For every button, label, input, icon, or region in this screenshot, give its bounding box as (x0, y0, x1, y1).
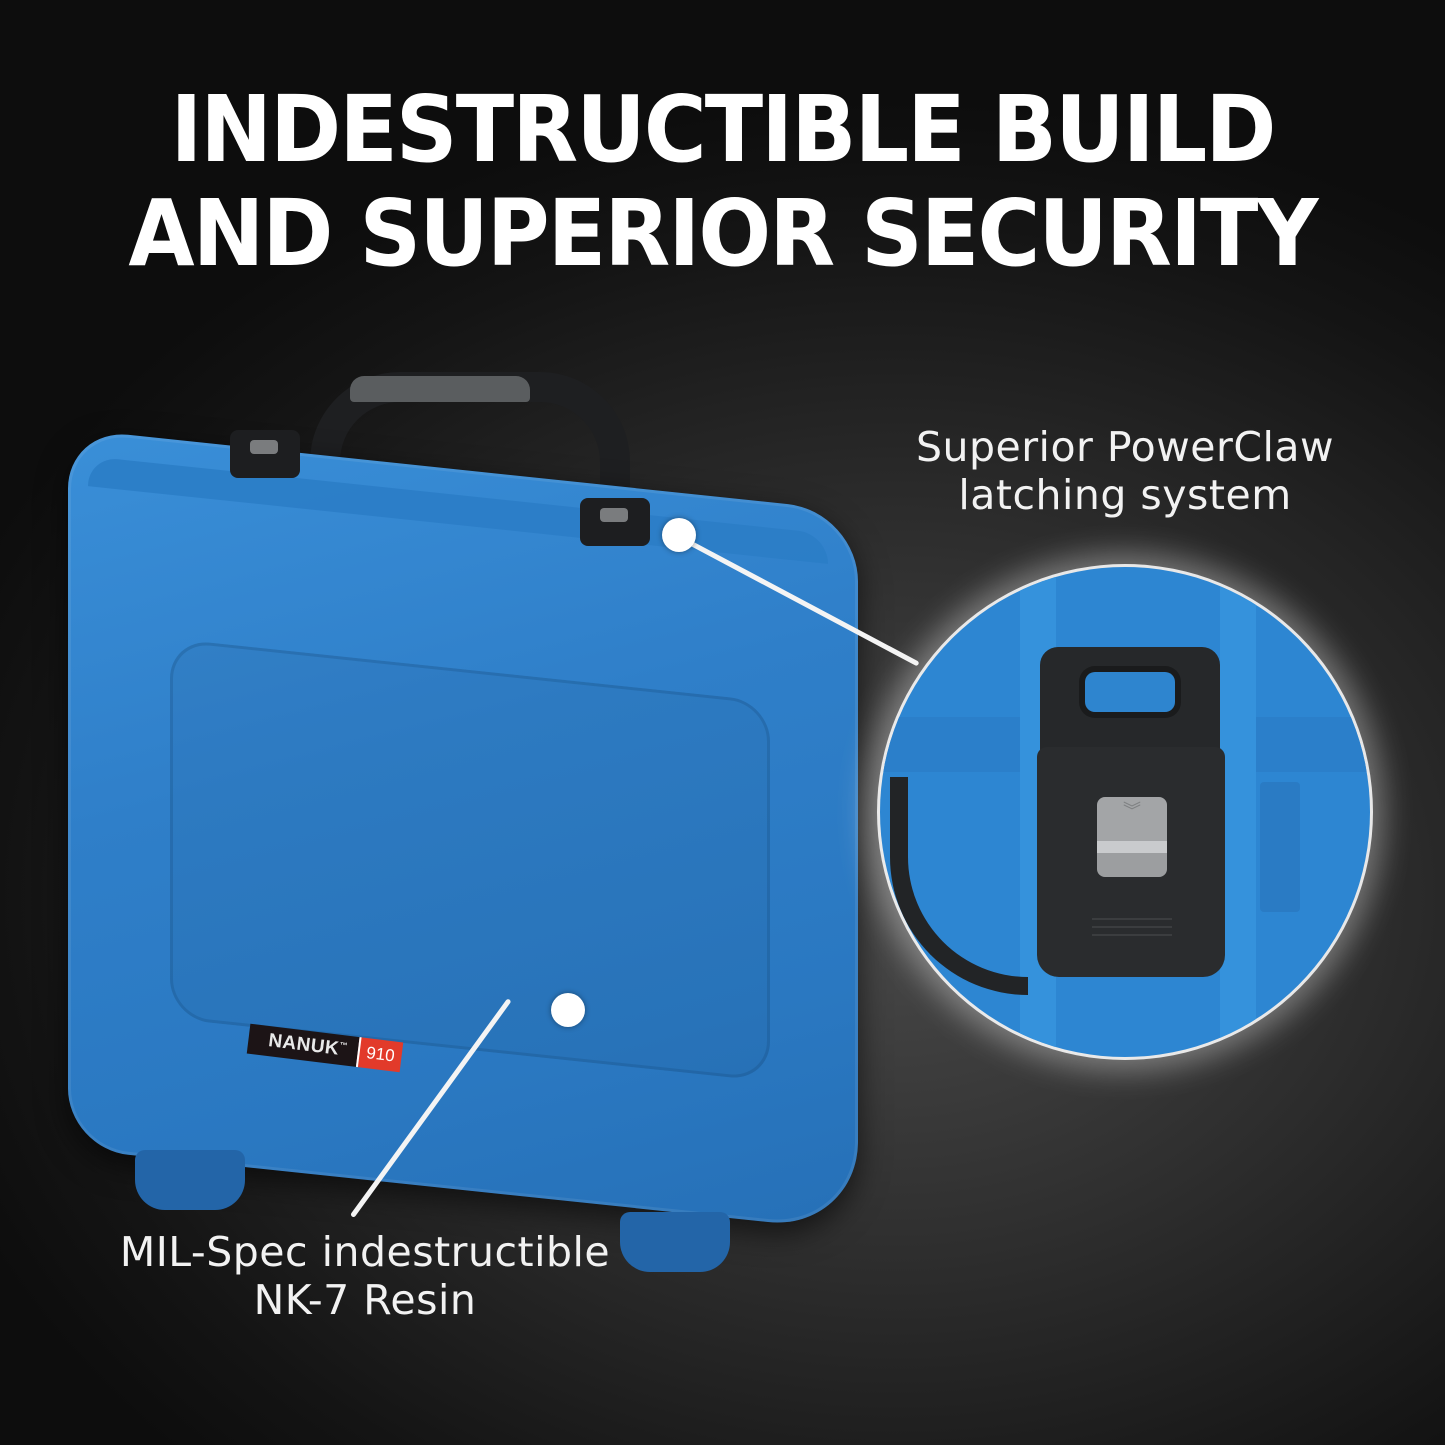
closeup-strap-clip (890, 777, 1028, 995)
case-foot-right (620, 1212, 730, 1272)
latch-callout-dot (662, 518, 696, 552)
closeup-latch-slot (1085, 672, 1175, 712)
latch-callout-line-2: latching system (958, 471, 1292, 519)
resin-callout-line-1: MIL-Spec indestructible (119, 1228, 611, 1276)
latch-callout: Superior PowerClaw latching system (880, 423, 1370, 519)
handle-grip (350, 376, 530, 402)
resin-callout: MIL-Spec indestructible NK-7 Resin (80, 1228, 650, 1324)
closeup-hook (1260, 782, 1300, 912)
model-number: 910 (355, 1037, 404, 1073)
latch-grip-ridges (1092, 912, 1172, 942)
case-foot-left (135, 1150, 245, 1210)
latch-release-button-icon: ︾ (1097, 797, 1167, 877)
latch-callout-line-1: Superior PowerClaw (915, 423, 1335, 471)
closeup-latch-body: ︾ (1037, 747, 1225, 977)
brand-text: NANUK (267, 1030, 341, 1060)
headline-line-2: AND SUPERIOR SECURITY (128, 180, 1318, 287)
headline-line-1: INDESTRUCTIBLE BUILD (170, 76, 1276, 183)
headline: INDESTRUCTIBLE BUILD AND SUPERIOR SECURI… (51, 78, 1395, 286)
product-case-image (60, 370, 870, 1272)
closeup-rail-right (1220, 567, 1256, 1057)
case-front-panel (170, 638, 770, 1082)
latch-closeup-magnifier: ︾ (880, 567, 1370, 1057)
trademark-mark: ™ (339, 1040, 349, 1051)
resin-callout-line-2: NK-7 Resin (253, 1276, 477, 1324)
resin-callout-dot (551, 993, 585, 1027)
latch-right-icon (580, 498, 650, 546)
latch-left-icon (230, 430, 300, 478)
chevron-down-icon: ︾ (1123, 801, 1141, 822)
